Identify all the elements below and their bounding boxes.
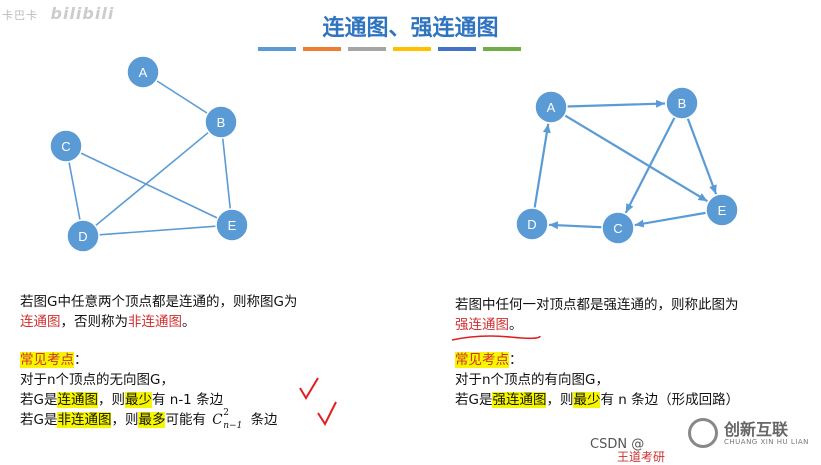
exam-heading-text: 常见考点 — [455, 352, 509, 368]
node-label-A: A — [139, 65, 148, 80]
node-B — [665, 86, 699, 120]
text: 可能有 — [165, 412, 206, 428]
node-label-C: C — [61, 139, 70, 154]
checkmark-annotation — [317, 401, 337, 427]
node-label-E: E — [228, 218, 237, 233]
edge-B-C — [624, 116, 676, 214]
node-label-B: B — [678, 96, 687, 111]
text: 若G是 — [20, 392, 58, 408]
edge-C-E — [80, 152, 218, 219]
edge-C-D — [68, 161, 81, 221]
exam-line-2: 若G是连通图，则最少有 n-1 条边 — [20, 390, 278, 410]
text: ： — [74, 352, 88, 368]
node-D — [515, 207, 549, 241]
color-bar — [348, 47, 386, 51]
edge-D-E — [98, 225, 217, 236]
text: 若G是 — [20, 412, 58, 428]
node-C — [49, 129, 83, 163]
watermark-small: 卡巴卡 — [2, 9, 38, 22]
color-bar — [393, 47, 431, 51]
exam-heading: 常见考点： — [455, 350, 739, 370]
text: ，则 — [111, 412, 139, 428]
definition-connected: 若图G中任意两个顶点都是连通的，则称图G为 连通图，否则称为非连通图。 — [20, 292, 297, 332]
color-bar — [483, 47, 521, 51]
page-title: 连通图、强连通图 — [322, 16, 499, 41]
exam-line-2: 若G是强连通图，则最少有 n 条边（形成回路） — [455, 390, 739, 410]
term-strongly-connected-graph: 强连通图 — [455, 317, 509, 333]
exam-line-1: 对于n个顶点的无向图G， — [20, 372, 175, 388]
term-connected-graph: 连通图 — [20, 314, 61, 330]
underline-annotation — [451, 335, 541, 341]
text: 。 — [509, 317, 523, 333]
logo-text-cn: 创新互联 — [724, 419, 789, 439]
def-line-2: 连通图，否则称为非连通图。 — [20, 312, 297, 332]
edge-D-A — [533, 123, 551, 209]
node-label-B: B — [217, 115, 226, 130]
node-label-D: D — [527, 217, 536, 232]
text: 条边 — [250, 412, 278, 428]
node-label-D: D — [78, 229, 87, 244]
node-A — [534, 90, 568, 124]
text: 有 n-1 条边 — [151, 392, 224, 408]
color-bar — [303, 47, 341, 51]
text: ，则 — [97, 392, 125, 408]
watermark-brand: bilibili — [50, 4, 115, 23]
watermark: 卡巴卡 bilibili — [2, 4, 114, 23]
color-bar-strip — [258, 47, 521, 51]
node-C — [601, 211, 635, 245]
edge-A-B — [156, 79, 208, 115]
term-least: 最少 — [124, 392, 152, 408]
text: 若G是 — [455, 392, 493, 408]
node-D — [66, 219, 100, 253]
exam-line-1: 对于n个顶点的有向图G， — [455, 372, 610, 388]
node-A — [126, 55, 160, 89]
edge-A-E — [564, 114, 709, 203]
edge-B-E — [221, 137, 232, 210]
exam-points-left: 常见考点： 对于n个顶点的无向图G， 若G是连通图，则最少有 n-1 条边 若G… — [20, 350, 278, 431]
definition-strongly-connected: 若图中任何一对顶点都是强连通的，则称此图为 强连通图。 — [455, 295, 739, 335]
directed-graph: A B C D E — [515, 86, 739, 245]
node-B — [204, 105, 238, 139]
edge-B-E — [686, 117, 718, 195]
exam-points-right: 常见考点： 对于n个顶点的有向图G， 若G是强连通图，则最少有 n 条边（形成回… — [455, 350, 739, 410]
node-E — [705, 193, 739, 227]
logo-text-en: CHUANG XIN HU LIAN — [724, 437, 809, 446]
checkmark-annotation — [299, 377, 319, 400]
edge-A-B — [566, 99, 666, 108]
csdn-watermark: CSDN @ — [590, 437, 645, 452]
term-least: 最少 — [573, 392, 601, 408]
text: ： — [509, 352, 523, 368]
text: 有 n 条边（形成回路） — [600, 392, 740, 408]
logo-icon — [688, 418, 718, 448]
def-line-1: 若图中任何一对顶点都是强连通的，则称此图为 — [455, 297, 739, 313]
node-E — [215, 208, 249, 242]
term-strongly-connected-graph: 强连通图 — [492, 392, 547, 408]
edge-B-D — [94, 131, 210, 227]
def-line-2: 强连通图。 — [455, 315, 739, 335]
term-disconnected-graph: 非连通图 — [128, 314, 182, 330]
exam-heading-text: 常见考点 — [20, 352, 74, 368]
term-connected-graph: 连通图 — [57, 392, 98, 408]
exam-heading: 常见考点： — [20, 350, 278, 370]
undirected-graph: A B C D E — [49, 55, 249, 253]
term-most: 最多 — [138, 412, 166, 428]
text: 。 — [182, 314, 196, 330]
color-bar — [438, 47, 476, 51]
def-line-1: 若图G中任意两个顶点都是连通的，则称图G为 — [20, 294, 298, 310]
text: ，否则称为 — [60, 314, 129, 330]
brand-logo: 创新互联 CHUANG XIN HU LIAN — [688, 418, 809, 448]
edge-C-D — [548, 221, 603, 230]
author-watermark: 王道考研 — [617, 450, 666, 464]
node-label-A: A — [547, 100, 556, 115]
node-label-C: C — [613, 221, 622, 236]
text: ，则 — [546, 392, 574, 408]
node-label-E: E — [718, 203, 727, 218]
edge-E-C — [634, 211, 707, 228]
color-bar — [258, 47, 296, 51]
term-disconnected-graph: 非连通图 — [57, 412, 112, 428]
